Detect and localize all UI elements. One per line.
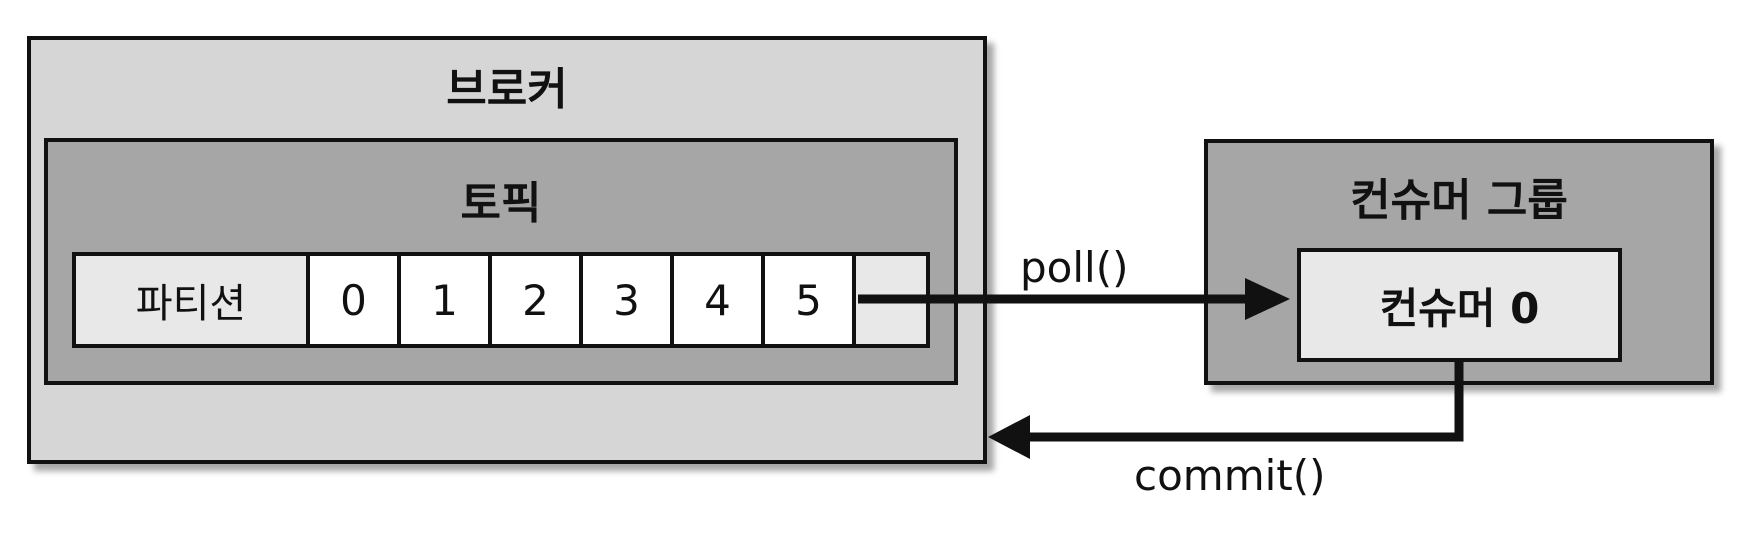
offset-cell-4: 4 (674, 256, 765, 344)
offset-cell-5: 5 (765, 256, 856, 344)
offset-cell-0: 0 (310, 256, 401, 344)
poll-label: poll() (1020, 243, 1129, 292)
broker-title: 브로커 (446, 64, 568, 115)
offset-cell-3: 3 (583, 256, 674, 344)
topic-title: 토픽 (460, 178, 542, 229)
poll-arrow (858, 278, 1290, 320)
offset-cell-2: 2 (492, 256, 583, 344)
consumer-box: 컨슈머 0 (1297, 248, 1622, 362)
commit-arrow (988, 362, 1464, 459)
partition-row: 파티션 0 1 2 3 4 5 (72, 252, 930, 348)
consumer-group-title: 컨슈머 그룹 (1350, 175, 1568, 226)
offset-cell-1: 1 (401, 256, 492, 344)
partition-label: 파티션 (76, 256, 310, 344)
commit-label: commit() (1134, 451, 1326, 500)
